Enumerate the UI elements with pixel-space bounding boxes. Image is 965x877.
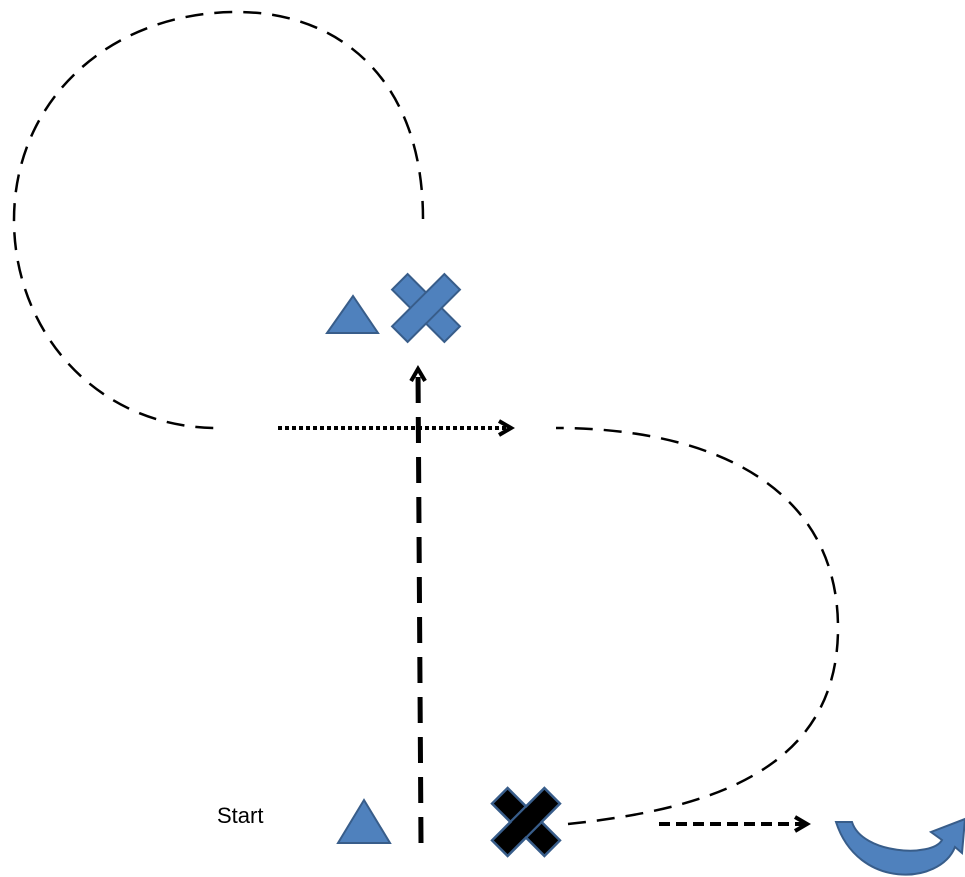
start-cross-icon xyxy=(490,786,562,858)
top-cross-icon xyxy=(390,272,462,344)
start-label: Start xyxy=(217,803,264,828)
u-turn-icon xyxy=(834,817,965,876)
dashed-loop-top-left xyxy=(12,10,425,430)
dashed-loop-right xyxy=(555,426,840,826)
start-triangle-icon xyxy=(336,798,392,844)
top-triangle-icon xyxy=(325,294,380,334)
dashed-arrow-up xyxy=(409,365,427,844)
